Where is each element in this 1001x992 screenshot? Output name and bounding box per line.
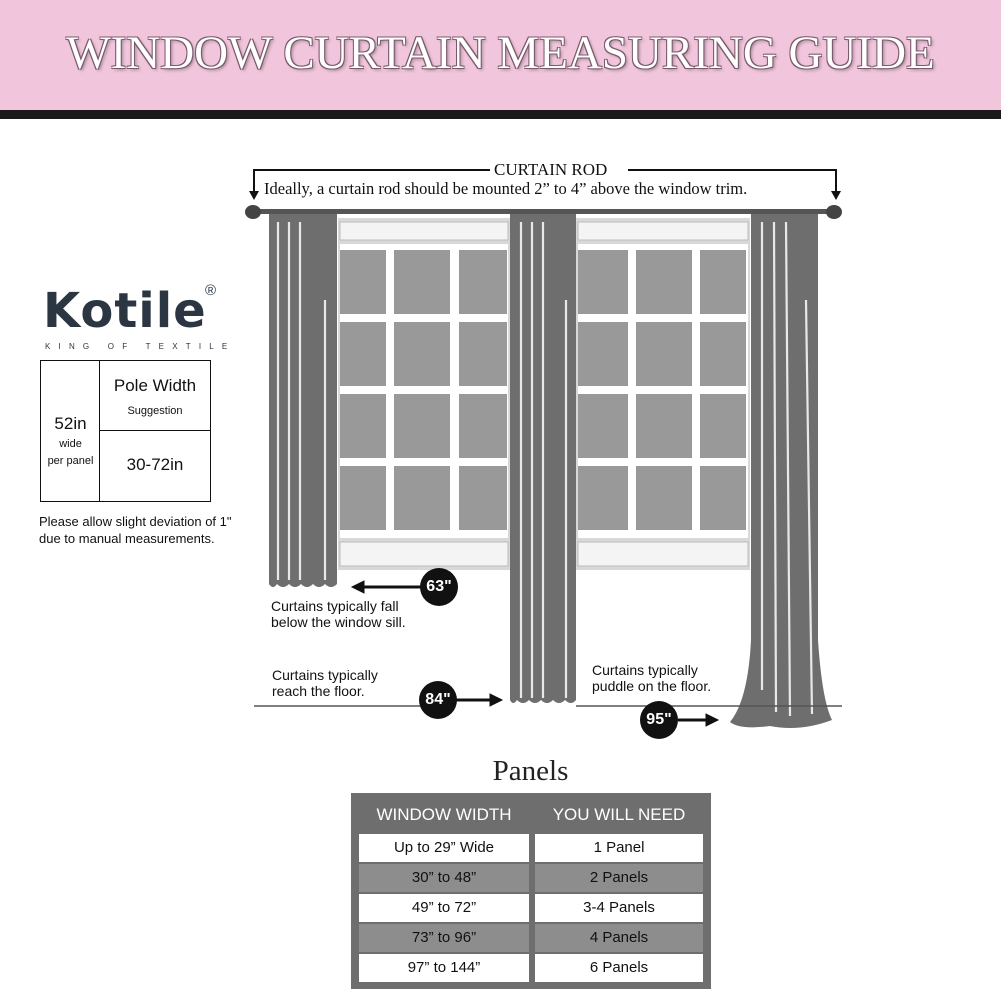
table-cell-width: 49” to 72” bbox=[359, 894, 529, 922]
window-pane bbox=[459, 394, 507, 458]
pole-width-subtitle: Suggestion bbox=[127, 405, 183, 417]
arrow-84 bbox=[456, 693, 504, 707]
window-pane bbox=[636, 394, 692, 458]
panel-width-unit: per panel bbox=[47, 455, 94, 467]
window-pane bbox=[578, 394, 628, 458]
window-pane bbox=[459, 466, 507, 530]
length-badge-84: 84" bbox=[419, 681, 457, 719]
window-pane bbox=[578, 322, 628, 386]
banner-divider bbox=[0, 110, 1001, 119]
panels-table: WINDOW WIDTH YOU WILL NEED Up to 29” Wid… bbox=[351, 793, 711, 989]
window-pane bbox=[394, 394, 450, 458]
registered-mark: ® bbox=[205, 282, 217, 299]
pole-width-value-cell: 30-72in bbox=[100, 431, 210, 501]
window-pane bbox=[340, 466, 386, 530]
caption-floor: Curtains typically reach the floor. bbox=[272, 667, 378, 699]
rod-finial-left bbox=[245, 205, 261, 219]
window-pane bbox=[636, 250, 692, 314]
curtain-rod bbox=[254, 209, 836, 214]
length-badge-95: 95" bbox=[640, 701, 678, 739]
caption-sill-line2: below the window sill. bbox=[271, 614, 406, 630]
window-pane bbox=[700, 394, 746, 458]
window-pane bbox=[459, 322, 507, 386]
arrow-63 bbox=[350, 580, 422, 594]
window-pane bbox=[578, 250, 628, 314]
arrow-95 bbox=[678, 713, 720, 727]
window-pane bbox=[340, 322, 386, 386]
table-cell-width: 73” to 96” bbox=[359, 924, 529, 952]
caption-puddle: Curtains typically puddle on the floor. bbox=[592, 662, 711, 694]
curtain-rod-description: Ideally, a curtain rod should be mounted… bbox=[264, 179, 748, 198]
rod-arrow-right bbox=[831, 191, 841, 200]
window-pane bbox=[340, 394, 386, 458]
table-cell-panels: 6 Panels bbox=[535, 954, 703, 982]
length-badge-63: 63" bbox=[420, 568, 458, 606]
panel-width-label: wide bbox=[59, 438, 82, 450]
brand-logo: Kotile bbox=[43, 283, 207, 339]
window-pane bbox=[394, 250, 450, 314]
page-title: WINDOW CURTAIN MEASURING GUIDE bbox=[66, 27, 935, 79]
panel-width-value: 52in bbox=[54, 414, 87, 433]
caption-floor-line2: reach the floor. bbox=[272, 683, 365, 699]
curtain-rod-label: CURTAIN ROD bbox=[490, 160, 612, 180]
table-cell-width: Up to 29” Wide bbox=[359, 834, 529, 862]
table-cell-width: 30” to 48” bbox=[359, 864, 529, 892]
header-window-width: WINDOW WIDTH bbox=[376, 805, 512, 824]
brand-tagline: KING OF TEXTILE bbox=[45, 342, 236, 351]
table-cell-panels: 1 Panel bbox=[535, 834, 703, 862]
window-pane bbox=[394, 322, 450, 386]
curtain-right bbox=[730, 214, 832, 728]
caption-sill: Curtains typically fall below the window… bbox=[271, 598, 406, 630]
table-cell-panels: 3-4 Panels bbox=[535, 894, 703, 922]
rod-bracket bbox=[253, 169, 837, 193]
window-pane bbox=[459, 250, 507, 314]
spec-table: 52in wide per panel Pole Width Suggestio… bbox=[40, 360, 211, 502]
table-cell-width: 97” to 144” bbox=[359, 954, 529, 982]
window-pane bbox=[578, 466, 628, 530]
rod-arrow-left bbox=[249, 191, 259, 200]
table-cell-panels: 2 Panels bbox=[535, 864, 703, 892]
window-pane bbox=[700, 322, 746, 386]
pole-width-header: Pole Width Suggestion bbox=[100, 361, 210, 431]
table-cell-panels: 4 Panels bbox=[535, 924, 703, 952]
curtain-left bbox=[269, 214, 337, 587]
window-pane bbox=[636, 466, 692, 530]
window-pane bbox=[636, 322, 692, 386]
caption-puddle-line1: Curtains typically bbox=[592, 662, 698, 678]
panel-width-cell: 52in wide per panel bbox=[41, 361, 100, 501]
caption-sill-line1: Curtains typically fall bbox=[271, 598, 399, 614]
deviation-note-line1: Please allow slight deviation of 1" bbox=[39, 514, 232, 529]
deviation-note-line2: due to manual measurements. bbox=[39, 531, 215, 546]
panels-title: Panels bbox=[492, 755, 569, 787]
window-pane bbox=[700, 250, 746, 314]
header-banner: WINDOW CURTAIN MEASURING GUIDE bbox=[0, 0, 1001, 110]
pole-width-value: 30-72in bbox=[126, 455, 184, 474]
header-you-will-need: YOU WILL NEED bbox=[552, 805, 686, 824]
window-pane bbox=[340, 250, 386, 314]
window-pane bbox=[394, 466, 450, 530]
curtain-middle bbox=[510, 214, 576, 703]
rod-finial-right bbox=[826, 205, 842, 219]
window-pane bbox=[700, 466, 746, 530]
caption-puddle-line2: puddle on the floor. bbox=[592, 678, 712, 694]
deviation-note: Please allow slight deviation of 1" due … bbox=[39, 513, 232, 547]
window-panes bbox=[340, 250, 746, 530]
pole-width-title: Pole Width bbox=[113, 376, 197, 395]
caption-floor-line1: Curtains typically bbox=[272, 667, 378, 683]
